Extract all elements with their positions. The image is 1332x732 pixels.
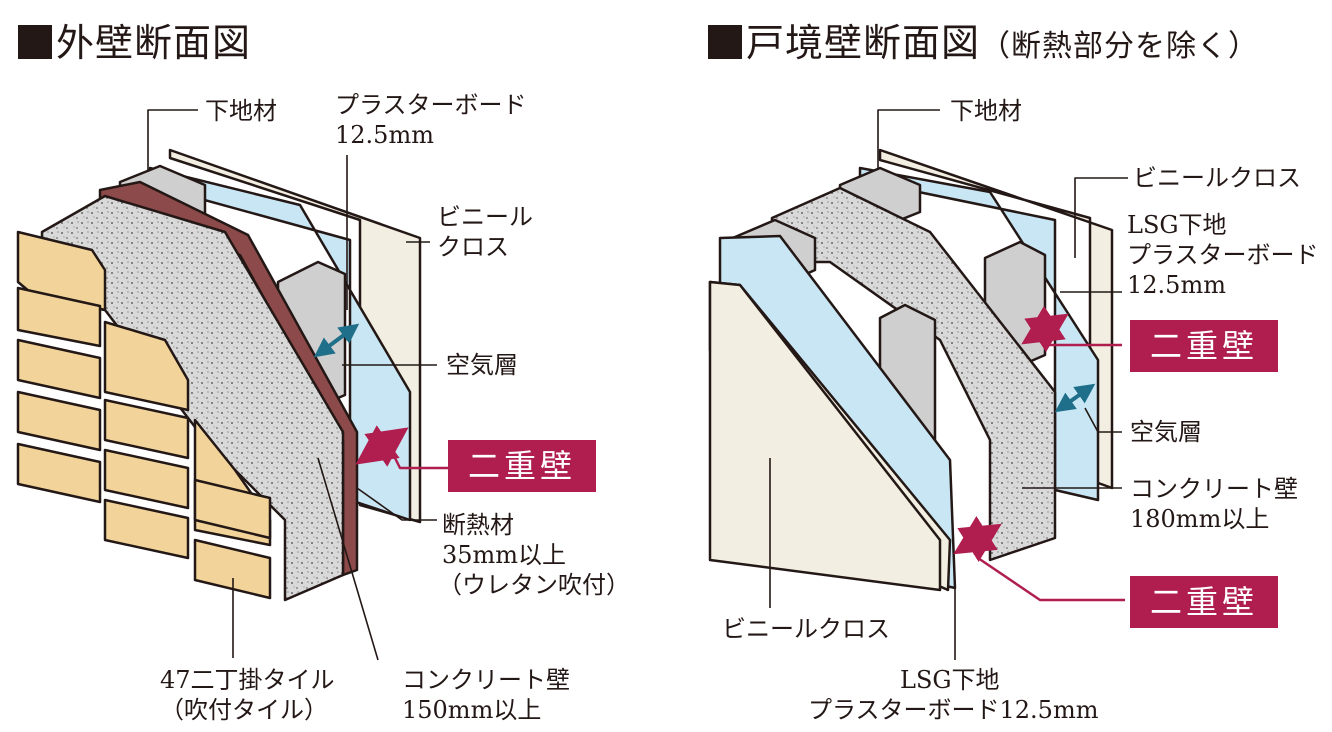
label-concrete-right-2: 180mm以上 xyxy=(1130,505,1270,533)
label-vinyl-cross-right-bottom: ビニールクロス xyxy=(722,615,890,643)
label-lsg-bottom-2: プラスターボード12.5mm xyxy=(808,696,1099,724)
label-lsg-right-1: LSG下地 xyxy=(1127,211,1227,239)
label-plaster-board-thickness-left: 12.5mm xyxy=(335,121,434,149)
label-vinyl-cross-left-1: ビニール xyxy=(437,203,533,231)
badge-double-wall-left: 二重壁 xyxy=(448,440,597,492)
badge-double-wall-right-bottom: 二重壁 xyxy=(1130,576,1279,628)
label-vinyl-cross-left-2: クロス xyxy=(437,233,509,261)
square-bullet-icon xyxy=(18,25,52,59)
label-insulation-3: （ウレタン吹付） xyxy=(438,571,630,599)
double-wall-arrow-top xyxy=(1021,305,1069,353)
label-lsg-right-3: 12.5mm xyxy=(1127,271,1226,299)
square-bullet-icon xyxy=(708,25,742,59)
badge-double-wall-right-top: 二重壁 xyxy=(1130,320,1279,372)
label-lsg-right-2: プラスターボード xyxy=(1127,241,1319,269)
label-tile-1: 47二丁掛タイル xyxy=(160,666,335,694)
front-vinyl-face xyxy=(708,280,942,592)
label-shitajizai-left: 下地材 xyxy=(205,97,277,125)
right-diagram-title: 戸境壁断面図（断熱部分を除く） xyxy=(708,12,1259,67)
exterior-wall-illustration xyxy=(16,109,448,661)
double-wall-arrow-left xyxy=(355,425,409,467)
air-layer-arrow xyxy=(313,323,360,358)
right-title-note: （断熱部分を除く） xyxy=(980,29,1260,64)
left-diagram-title: 外壁断面図 xyxy=(18,12,251,67)
label-concrete-right-1: コンクリート壁 xyxy=(1130,475,1298,503)
label-vinyl-cross-right-top: ビニールクロス xyxy=(1133,164,1301,192)
label-concrete-left-2: 150mm以上 xyxy=(402,696,542,724)
label-plaster-board-left: プラスターボード xyxy=(335,91,527,119)
air-layer-arrow-right xyxy=(1054,383,1096,413)
label-lsg-bottom-1: LSG下地 xyxy=(900,666,1000,694)
label-shitajizai-right: 下地材 xyxy=(950,97,1022,125)
party-wall-illustration xyxy=(708,109,1128,660)
label-air-layer-left: 空気層 xyxy=(446,351,518,379)
label-concrete-left-1: コンクリート壁 xyxy=(402,666,570,694)
label-tile-2: （吹付タイル） xyxy=(160,696,328,724)
label-insulation-1: 断熱材 xyxy=(442,511,514,539)
label-insulation-2: 35mm以上 xyxy=(442,541,567,569)
tile-layer xyxy=(16,230,272,600)
label-air-layer-right: 空気層 xyxy=(1130,418,1202,446)
double-wall-arrow-bottom xyxy=(953,516,1002,562)
